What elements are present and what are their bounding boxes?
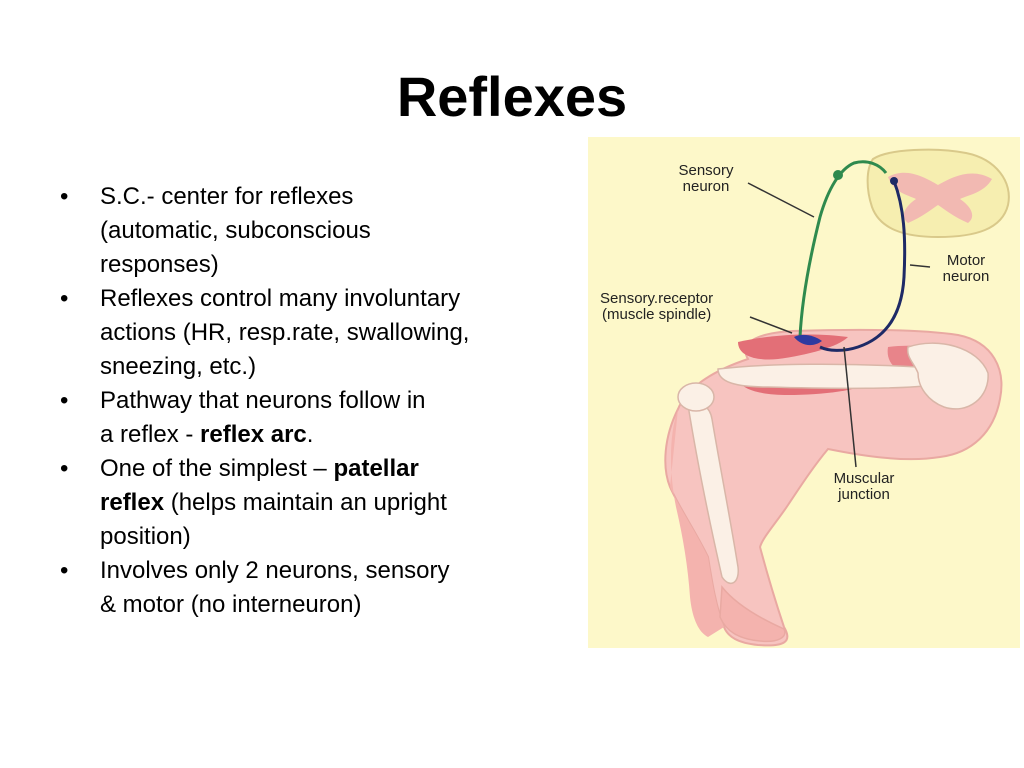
bullet-item: • Pathway that neurons follow in a reflex … xyxy=(60,384,560,452)
bullet-text: (automatic, subconscious xyxy=(100,217,371,244)
bullet-text: S.C.- center for reflexes xyxy=(100,183,354,210)
bullet-item: • Involves only 2 neurons, sensory & motor… xyxy=(60,554,560,622)
leader-receptor xyxy=(749,316,793,334)
bullet-emphasis: patellar xyxy=(333,455,419,482)
bullet-list: • S.C.- center for reflexes (automatic, su… xyxy=(60,180,560,622)
sensory-ganglion xyxy=(833,170,843,180)
bullet-text: & motor (no interneuron) xyxy=(100,591,362,618)
bullet-text: a reflex - xyxy=(100,421,201,448)
bullet-marker: • xyxy=(60,455,69,482)
label-motor-neuron-1: Motor xyxy=(947,252,985,269)
label-sensory-neuron-2: neuron xyxy=(683,178,730,195)
knee-cap xyxy=(677,382,715,412)
label-junction-1: Muscular xyxy=(834,470,895,487)
motor-neuron-path xyxy=(819,180,907,352)
bullet-marker: • xyxy=(60,285,69,312)
bullet-text: (helps maintain an upright xyxy=(164,489,447,516)
bullet-text: responses) xyxy=(100,251,219,278)
bullet-marker: • xyxy=(60,557,69,584)
sensory-neuron-path xyxy=(798,160,888,338)
muscle-spindle xyxy=(794,334,822,346)
label-junction-2: junction xyxy=(837,486,890,503)
motor-neuron-cell-body xyxy=(890,177,898,185)
spinal-cord-gray-matter xyxy=(888,172,992,223)
bullet-item: • Reflexes control many involuntary action… xyxy=(60,282,560,384)
bullet-emphasis: reflex arc xyxy=(200,421,307,448)
leg-second-skin xyxy=(670,409,724,637)
bullet-emphasis: reflex xyxy=(100,489,165,516)
reflex-arc-illustration: Sensory neuron Motor neuron Sensory.rece… xyxy=(588,137,1020,648)
leader-junction xyxy=(843,346,857,468)
reflex-arc-figure: Sensory neuron Motor neuron Sensory.rece… xyxy=(588,137,1020,648)
tibia-bone xyxy=(687,402,739,585)
leader-motor-neuron xyxy=(909,264,931,268)
bullet-text: Pathway that neurons follow in xyxy=(100,387,426,414)
label-sensory-neuron-1: Sensory xyxy=(678,162,734,179)
bullet-text: . xyxy=(306,421,314,448)
femur-bone xyxy=(717,363,937,390)
label-motor-neuron-2: neuron xyxy=(943,268,990,285)
bullet-marker: • xyxy=(60,183,69,210)
bullet-marker: • xyxy=(60,387,69,414)
leader-sensory-neuron xyxy=(747,182,815,218)
foot xyxy=(719,585,786,643)
bullet-item: • One of the simplest – patellar reflex (h… xyxy=(60,452,560,554)
bullet-text: One of the simplest – xyxy=(100,455,334,482)
bullet-text: Reflexes control many involuntary xyxy=(100,285,461,312)
bullet-text: position) xyxy=(100,523,191,550)
hip-bone xyxy=(906,342,989,410)
bullet-text: sneezing, etc.) xyxy=(100,353,257,380)
bullet-text: actions (HR, resp.rate, swallowing, xyxy=(100,319,470,346)
bullet-item: • S.C.- center for reflexes (automatic, su… xyxy=(60,180,560,282)
label-receptor-2: (muscle spindle) xyxy=(602,306,711,323)
slide-title: Reflexes xyxy=(396,65,628,128)
bullet-text: Involves only 2 neurons, sensory xyxy=(100,557,450,584)
label-receptor-1: Sensory.receptor xyxy=(600,290,713,307)
